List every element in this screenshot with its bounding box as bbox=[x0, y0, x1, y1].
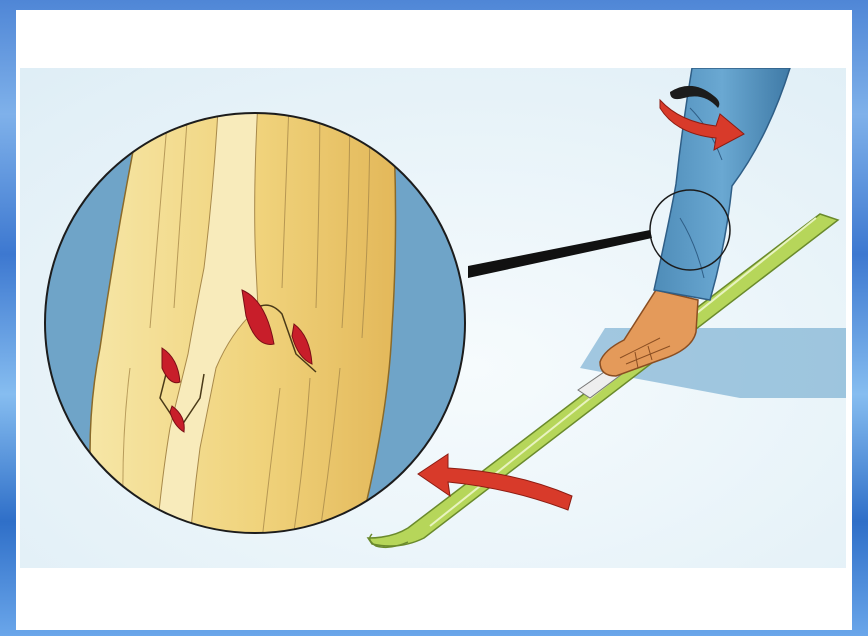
ski-injury-illustration bbox=[20, 68, 846, 568]
illustration-svg bbox=[20, 68, 846, 568]
